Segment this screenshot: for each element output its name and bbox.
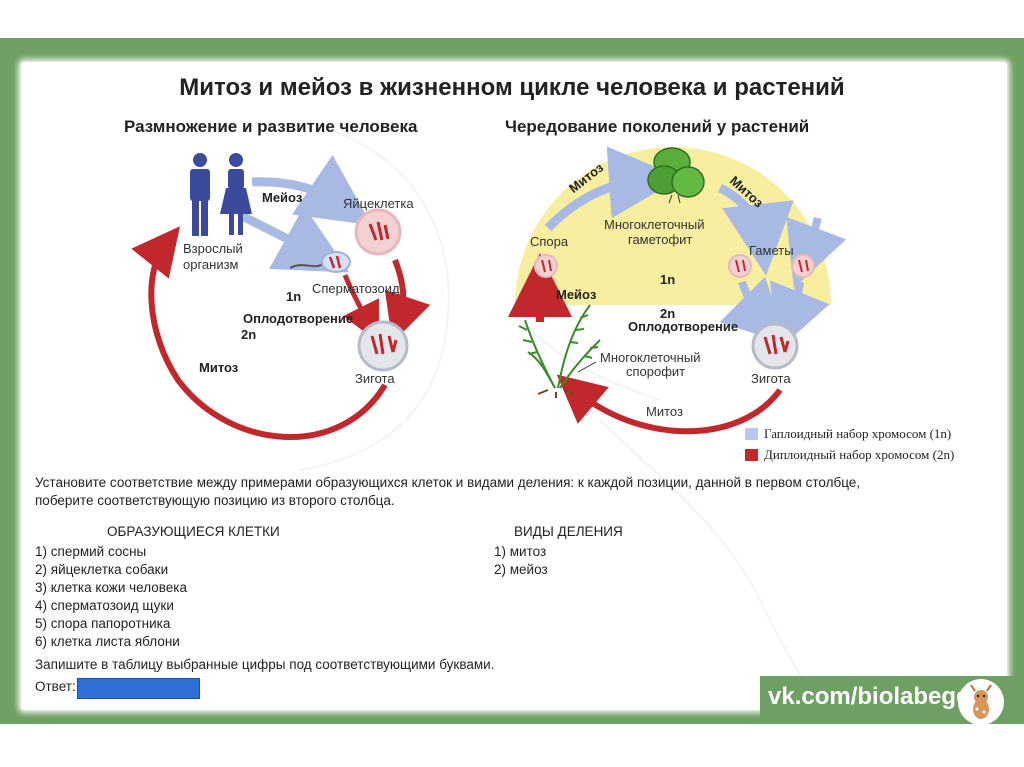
- background-sketch: [299, 129, 821, 701]
- vk-link[interactable]: vk.com/biolabege: [768, 683, 970, 710]
- plant-1n-label: 1n: [660, 272, 676, 287]
- sperm-cell: [289, 251, 351, 273]
- sperm-label: Сперматозоид: [312, 281, 400, 296]
- col2-item: 1) митоз: [494, 544, 547, 559]
- spore-cell: [534, 254, 558, 278]
- human-zygote-label: Зигота: [355, 371, 395, 386]
- col1-header: ОБРАЗУЮЩИЕСЯ КЛЕТКИ: [107, 524, 280, 539]
- human-1n-label: 1n: [286, 289, 302, 304]
- col1-item: 6) клетка листа яблони: [35, 634, 180, 649]
- meiosis-arrow-egg: [251, 154, 372, 226]
- deer-avatar-icon: [958, 679, 1004, 725]
- plant-meiosis-label: Мейоз: [556, 287, 597, 302]
- gametes-to-zygote-arrow-1: [719, 276, 788, 345]
- adult-label-1: Взрослый: [183, 241, 243, 256]
- human-fertilization-label: Оплодотворение: [243, 311, 354, 326]
- egg-to-zygote-arrow: [384, 258, 431, 343]
- diploid-swatch: [745, 449, 758, 461]
- human-mitosis-arc: [131, 226, 388, 441]
- gametophyte-label-1: Многоклеточный: [604, 217, 705, 232]
- meiosis-arrow-sperm: [237, 206, 350, 273]
- legend-haploid: Гаплоидный набор хромосом (1n): [745, 426, 951, 442]
- fern-icon: [518, 304, 601, 398]
- spore-label: Спора: [530, 234, 569, 249]
- col1-item: 5) спора папоротника: [35, 616, 171, 631]
- adult-label-2: организм: [183, 257, 239, 272]
- answer-label: Ответ:: [35, 679, 76, 694]
- legend-diploid: Диплоидный набор хромосом (2n): [745, 447, 954, 463]
- answer-box[interactable]: [77, 678, 200, 699]
- col1-item: 4) сперматозоид щуки: [35, 598, 174, 613]
- egg-cell: [354, 208, 402, 256]
- zygote-cell-right: [751, 322, 799, 370]
- gamete-cell-1: [728, 254, 752, 278]
- col1-item: 3) клетка кожи человека: [35, 580, 188, 595]
- sporophyte-label-2: спорофит: [626, 364, 686, 379]
- plant-fertilization-label: Оплодотворение: [628, 319, 739, 334]
- spore-to-gametophyte-arrow: [544, 146, 681, 232]
- gamete-cell-2: [791, 254, 815, 278]
- gametophyte-label-2: гаметофит: [628, 232, 693, 247]
- sporophyte-pointer: [577, 361, 597, 373]
- instruction-line-2: поберите соответствующую позицию из втор…: [35, 493, 395, 508]
- sporophyte-label-1: Многоклеточный: [600, 350, 701, 365]
- col2-item: 2) мейоз: [494, 562, 548, 577]
- gametes-label: Гаметы: [749, 243, 794, 258]
- gametes-to-zygote-arrow-2: [770, 280, 830, 352]
- woman-icon: [220, 153, 252, 235]
- left-heading: Размножение и развитие человека: [124, 117, 418, 136]
- human-mitosis-label: Митоз: [199, 360, 239, 375]
- haploid-swatch: [745, 428, 758, 440]
- deer-icon: [970, 684, 992, 719]
- plant-2n-label: 2n: [660, 306, 676, 321]
- zygote-cell-left: [357, 320, 409, 372]
- man-icon: [190, 153, 210, 236]
- col2-header: ВИДЫ ДЕЛЕНИЯ: [514, 524, 623, 539]
- plant-mitosis-arc: [556, 374, 783, 435]
- gametophyte-to-gametes-arrow: [717, 183, 794, 276]
- gametophyte-icon: [647, 147, 705, 204]
- col1-item: 2) яйцеклетка собаки: [35, 562, 169, 577]
- right-heading: Чередование поколений у растений: [505, 117, 810, 136]
- human-2n-label: 2n: [241, 327, 257, 342]
- write-instruction: Запишите в таблицу выбранные цифры под с…: [35, 657, 495, 672]
- col1-item: 1) спермий сосны: [35, 544, 147, 559]
- page-title: Митоз и мейоз в жизненном цикле человека…: [179, 74, 845, 101]
- human-meiosis-label: Мейоз: [262, 190, 303, 205]
- instruction-line-1: Установите соответствие между примерами …: [35, 475, 861, 490]
- egg-label: Яйцеклетка: [343, 196, 414, 211]
- sperm-to-zygote-arrow: [342, 274, 379, 343]
- legend-haploid-label: Гаплоидный набор хромосом (1n): [764, 426, 952, 441]
- legend-diploid-label: Диплоидный набор хромосом (2n): [764, 447, 955, 462]
- plant-mitosis-bottom-label: Митоз: [646, 404, 683, 419]
- plant-zygote-label: Зигота: [751, 371, 791, 386]
